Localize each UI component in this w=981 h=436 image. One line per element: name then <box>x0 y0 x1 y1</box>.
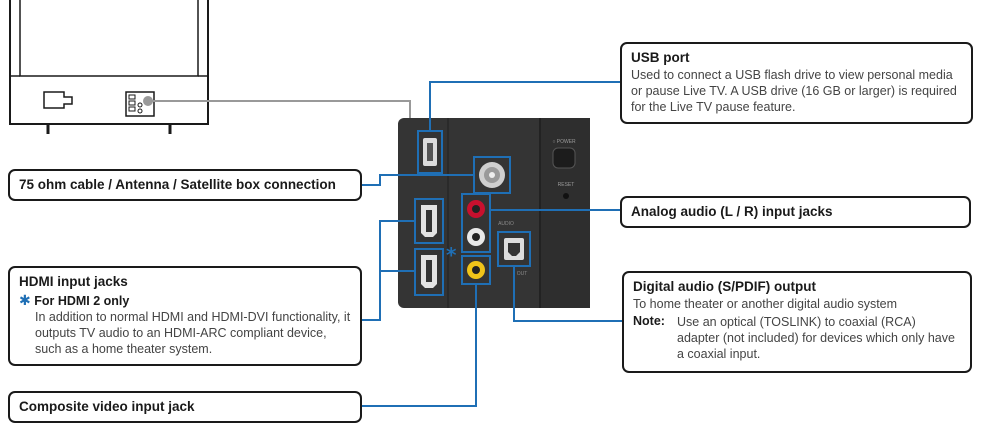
usb-leader-line <box>429 81 620 131</box>
analog-audio-title: Analog audio (L / R) input jacks <box>631 204 833 219</box>
tv-back-illustration <box>9 0 209 134</box>
usb-port-title: USB port <box>631 50 690 65</box>
analog-audio-callout: Analog audio (L / R) input jacks <box>620 196 971 228</box>
composite-callout: Composite video input jack <box>8 391 362 423</box>
composite-title: Composite video input jack <box>19 399 195 414</box>
hdmi-subtitle: For HDMI 2 only <box>34 294 130 308</box>
digital-audio-callout: Digital audio (S/PDIF) output To home th… <box>622 271 972 373</box>
digital-audio-title: Digital audio (S/PDIF) output <box>633 279 816 294</box>
hdmi-title: HDMI input jacks <box>19 274 128 289</box>
note-label: Note: <box>633 314 665 328</box>
svg-text:○ POWER: ○ POWER <box>552 139 576 145</box>
usb-port-description: Used to connect a USB flash drive to vie… <box>631 68 957 114</box>
optical-output-jack <box>497 231 531 267</box>
antenna-leader-line <box>362 174 474 186</box>
hdmi2-star-marker: * <box>446 243 457 267</box>
hdmi-port-1 <box>414 198 444 244</box>
jack-panel: ○ POWER RESET AUDIO OUT <box>398 118 590 308</box>
svg-text:RESET: RESET <box>558 182 575 188</box>
digital-audio-leader-line <box>513 266 622 322</box>
note-text: Use an optical (TOSLINK) to coaxial (RCA… <box>677 315 955 361</box>
digital-audio-description: To home theater or another digital audio… <box>633 297 898 311</box>
svg-text:AUDIO: AUDIO <box>498 221 514 227</box>
hdmi-callout: HDMI input jacks ✱ For HDMI 2 only In ad… <box>8 266 362 366</box>
antenna-callout: 75 ohm cable / Antenna / Satellite box c… <box>8 169 362 201</box>
asterisk-icon: ✱ <box>19 293 31 309</box>
zoom-pointer-line <box>143 96 411 120</box>
analog-audio-jacks <box>461 193 491 253</box>
hdmi-description: In addition to normal HDMI and HDMI-DVI … <box>35 310 351 356</box>
composite-leader-line <box>362 284 477 407</box>
antenna-connector <box>473 156 511 194</box>
usb-port-callout: USB port Used to connect a USB flash dri… <box>620 42 973 124</box>
antenna-title: 75 ohm cable / Antenna / Satellite box c… <box>19 177 336 192</box>
svg-text:OUT: OUT <box>517 271 528 277</box>
